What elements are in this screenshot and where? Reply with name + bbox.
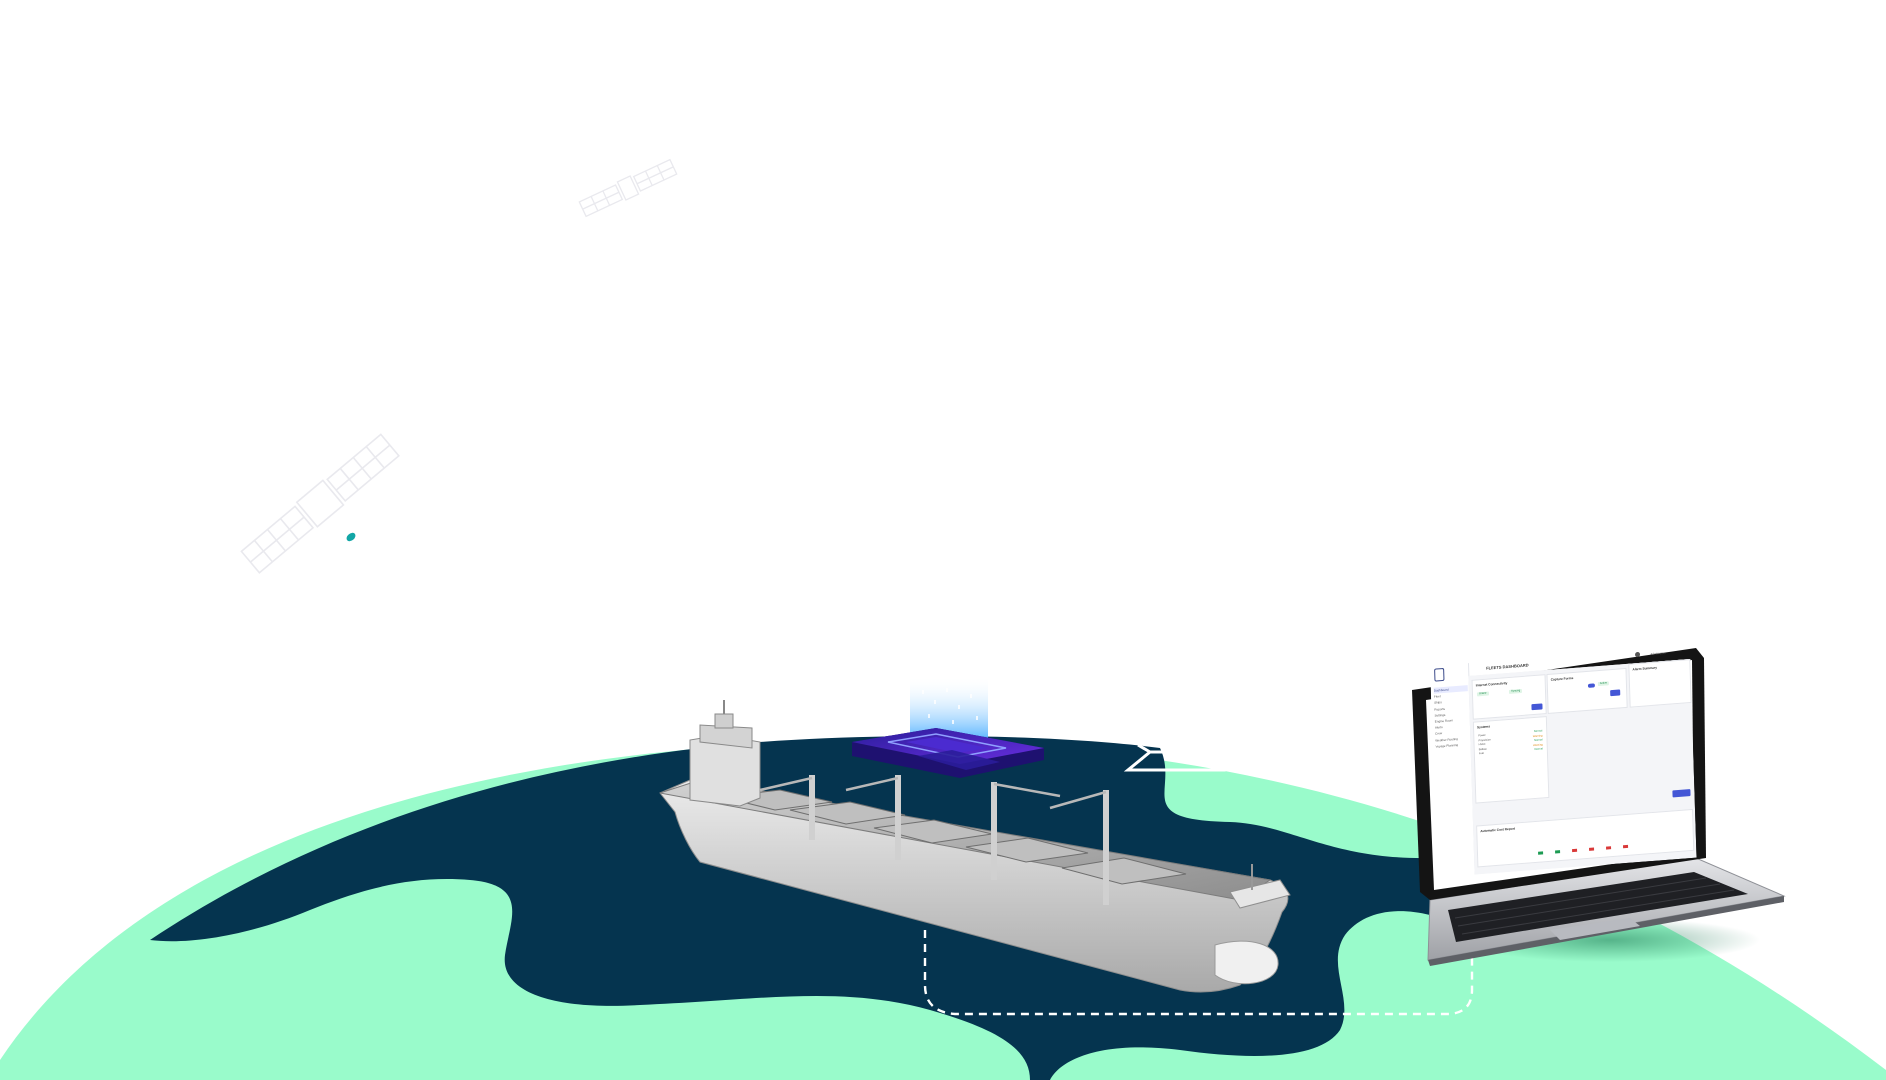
system-row-label: Fuel	[1478, 752, 1484, 756]
edge-chip	[852, 728, 1044, 778]
card-title: Alarm Summary	[1632, 665, 1658, 672]
ocean	[150, 736, 1442, 1080]
bulk-carrier-ship	[659, 700, 1291, 993]
status-badge: Active	[1597, 681, 1610, 687]
report-cell	[1605, 845, 1612, 850]
dashboard-nav: Dashboard Fleet Ships Reports Settings E…	[1433, 685, 1470, 750]
data-beam-bits	[922, 688, 978, 724]
connect-button[interactable]	[1531, 703, 1543, 711]
cost-report-card: Automatic Cost Report	[1476, 808, 1695, 868]
connectivity-card: Internet Connectivity Online Syncing	[1471, 674, 1547, 720]
report-cell	[1555, 849, 1561, 854]
system-row-value: Normal	[1534, 747, 1543, 752]
add-report-button[interactable]	[1672, 789, 1691, 798]
data-beam	[910, 676, 988, 740]
capture-forms-card: Capture Forms Active	[1546, 667, 1628, 714]
capture-toggle[interactable]	[1587, 683, 1595, 688]
card-title: Automatic Cost Report	[1480, 826, 1516, 834]
user-avatar[interactable]	[1634, 651, 1641, 658]
satellite-accent	[346, 532, 356, 542]
status-badge: Online	[1476, 691, 1489, 697]
report-cell	[1538, 850, 1544, 855]
alarm-summary-card: Alarm Summary	[1628, 659, 1692, 708]
dashboard-title: FLEETS DASHBOARD	[1486, 662, 1529, 671]
report-cell	[1622, 844, 1629, 849]
card-title: Capture Forms	[1550, 676, 1574, 682]
crane-outline	[1123, 743, 1226, 772]
report-cell	[1572, 848, 1578, 853]
laptop-dashboard-screen: Dashboard Fleet Ships Reports Settings E…	[1430, 646, 1697, 878]
satellite-icon-small	[578, 158, 678, 218]
report-status-grid	[1538, 834, 1641, 860]
card-title: Internet Connectivity	[1475, 681, 1508, 688]
dashboard-app-logo	[1434, 667, 1445, 682]
systems-values: Normal Warning Normal Warning Normal	[1533, 729, 1543, 753]
systems-card: Systems Power Propulsion HVAC Ballast Fu…	[1472, 716, 1550, 804]
systems-labels: Power Propulsion HVAC Ballast Fuel	[1478, 733, 1491, 757]
satellite-icon	[240, 433, 400, 574]
user-name[interactable]: Admin User	[1650, 650, 1667, 657]
dashboard-main: Internet Connectivity Online Syncing Cap…	[1468, 659, 1697, 875]
submit-button[interactable]	[1610, 689, 1621, 697]
report-cell	[1589, 846, 1595, 851]
status-badge: Syncing	[1508, 688, 1523, 694]
nav-item[interactable]: Voyage Planning	[1435, 742, 1459, 749]
card-title: Systems	[1476, 724, 1491, 730]
